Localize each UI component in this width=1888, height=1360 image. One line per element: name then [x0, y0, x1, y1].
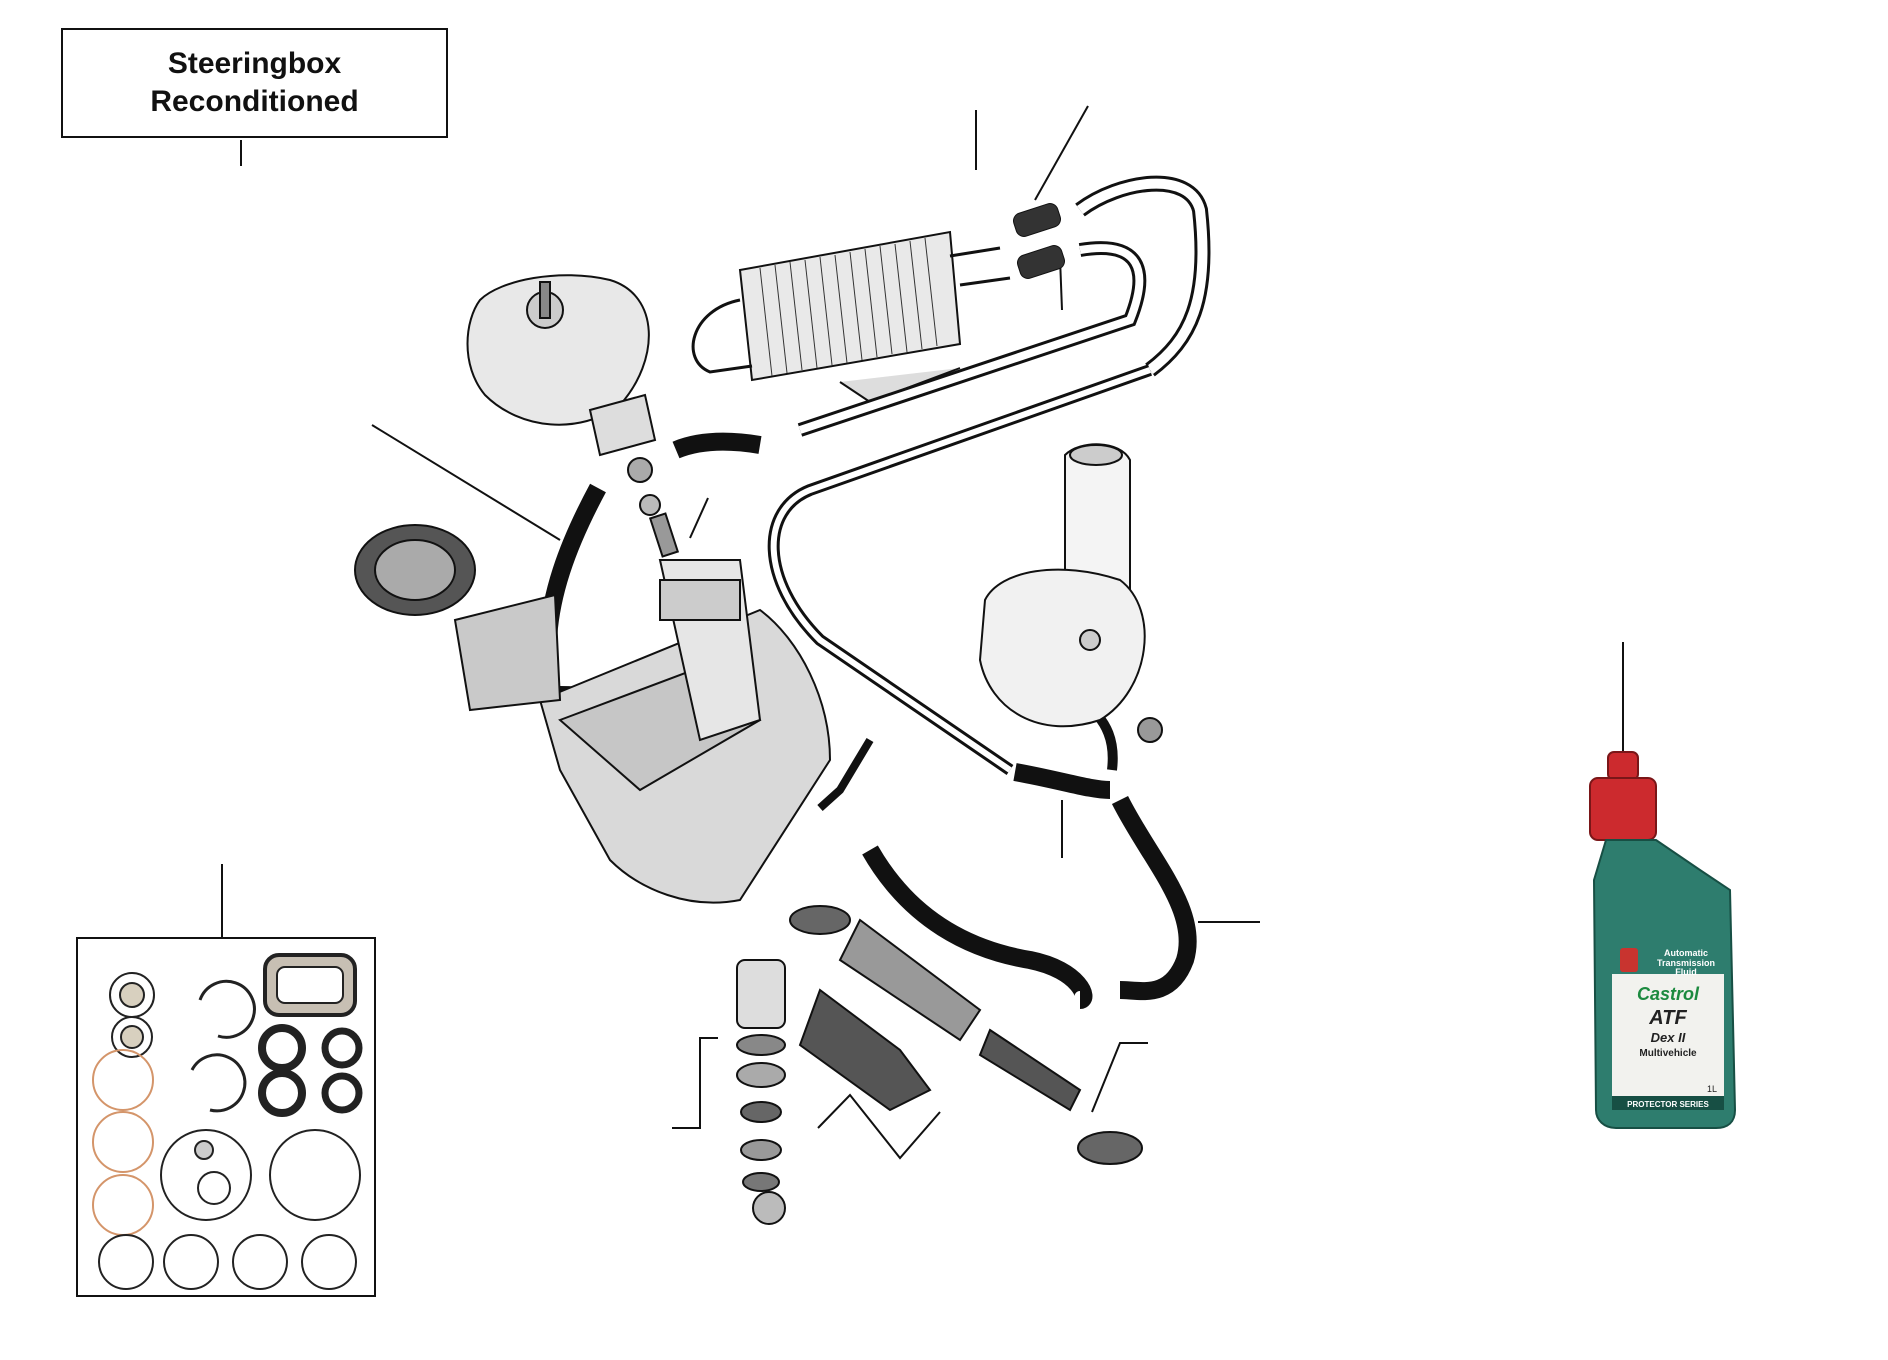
bearing-3 — [740, 1101, 782, 1123]
copper-ring-2 — [92, 1111, 154, 1173]
o-ring-large-1 — [160, 1129, 252, 1221]
circlip-small — [190, 1053, 247, 1113]
circlip-large — [198, 979, 256, 1039]
valve-spring — [978, 1028, 1082, 1112]
leader-bracket-bearings — [672, 1037, 718, 1129]
gear-internals — [736, 918, 1143, 1225]
return-hose-lower — [1013, 763, 1111, 799]
o-ring-bottom-1 — [98, 1234, 154, 1290]
oil-seal-3 — [258, 1069, 306, 1117]
bottle-desc-3: Fluid — [1675, 967, 1697, 977]
bottle-cap — [1589, 777, 1657, 841]
bearing-5 — [742, 1172, 780, 1192]
short-hose — [672, 432, 762, 459]
oil-seal-2 — [321, 1027, 363, 1069]
callout-title-line-2: Reconditioned — [150, 85, 359, 118]
worm-shaft — [838, 918, 982, 1042]
steel-pipe-to-box — [817, 737, 874, 811]
bottle-volume: 1L — [1707, 1084, 1717, 1094]
atf-fluid-bottle[interactable] — [1589, 751, 1737, 1129]
bottle-desc-2: Transmission — [1657, 958, 1715, 968]
bearing-2 — [736, 1062, 786, 1088]
power-steering-pump — [466, 274, 680, 558]
oil-seal-4 — [321, 1072, 363, 1114]
feed-hose — [1111, 795, 1197, 1001]
o-ring-large-2 — [269, 1129, 361, 1221]
gear-hose — [862, 845, 1093, 1009]
leader-banjo — [689, 497, 709, 539]
o-ring-bottom-2 — [163, 1234, 219, 1290]
bottle-sub: Multivehicle — [1639, 1048, 1697, 1059]
bearing-1 — [736, 1034, 786, 1056]
cooler-fins — [759, 237, 938, 377]
tube-left — [453, 593, 562, 712]
fluid-reservoir — [978, 443, 1163, 743]
copper-ring-1 — [92, 1049, 154, 1111]
hose-sleeve-2 — [1016, 245, 1066, 279]
leader-pressure-hose — [371, 424, 561, 541]
o-ring-bottom-4 — [301, 1234, 357, 1290]
valve-end-cap — [1077, 1131, 1143, 1165]
gear-nut — [752, 1191, 786, 1225]
bottle-grade: Dex II — [1651, 1030, 1686, 1045]
bottle-brand: Castrol — [1637, 984, 1700, 1004]
hose-sleeve-1 — [1012, 203, 1062, 237]
castrol-shield-icon — [1620, 948, 1638, 972]
seal-washer-2 — [111, 1016, 153, 1058]
bottle-series: PROTECTOR SERIES — [1627, 1100, 1709, 1109]
leader-bracket-springs — [817, 1093, 941, 1160]
steeringbox-reconditioned-callout[interactable]: Steeringbox Reconditioned — [61, 28, 448, 138]
bottle-desc-1: Automatic — [1664, 948, 1708, 958]
o-ring-small — [197, 1171, 231, 1205]
leader-hose-top — [1034, 105, 1089, 201]
steering-gear-housing — [354, 524, 851, 935]
callout-title-line-1: Steeringbox — [167, 47, 342, 80]
bearing-4 — [740, 1139, 782, 1161]
oil-cooler — [691, 230, 1011, 404]
bottle-product: ATF — [1648, 1007, 1687, 1029]
nut-small — [194, 1140, 214, 1160]
spring-set — [798, 988, 932, 1112]
bottle-cap-tip — [1607, 751, 1639, 781]
seal-kit-box — [76, 937, 376, 1297]
o-ring-bottom-3 — [232, 1234, 288, 1290]
oil-seal-1 — [258, 1024, 306, 1072]
leader-bracket-valve — [1091, 1042, 1148, 1113]
